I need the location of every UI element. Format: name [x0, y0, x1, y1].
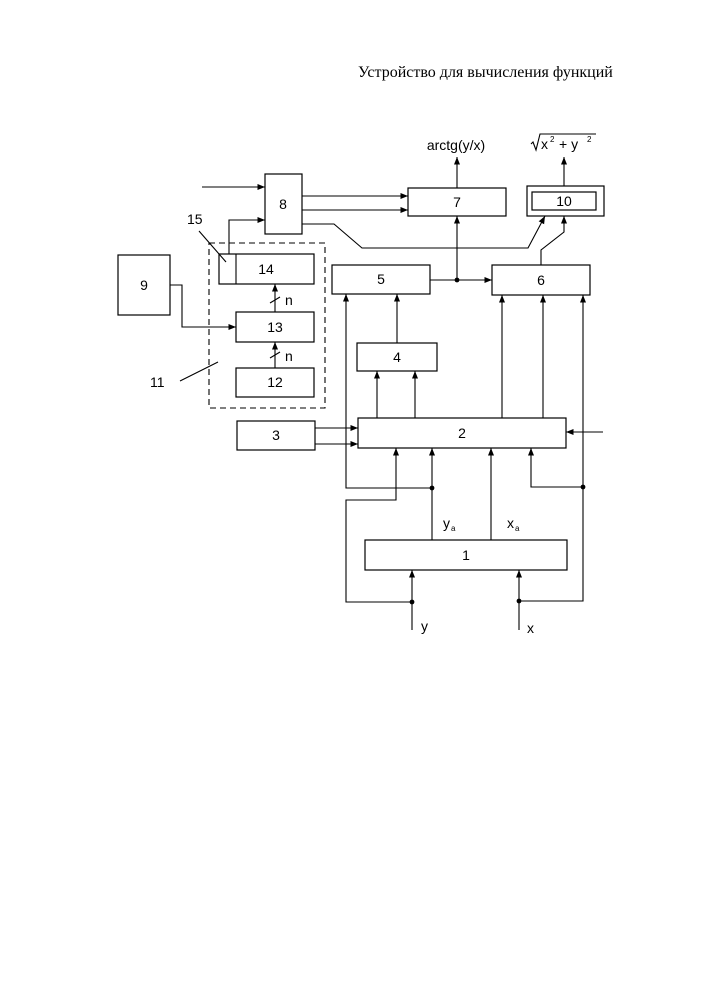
- ya-label: y: [443, 515, 450, 531]
- block-12-number: 12: [267, 374, 283, 390]
- block-15-to-8-line: [229, 220, 265, 254]
- junction-ya: [430, 486, 435, 491]
- block-1-number: 1: [462, 547, 470, 563]
- block-13-number: 13: [267, 319, 283, 335]
- block-8-to-10-line: [302, 216, 545, 248]
- block-6-number: 6: [537, 272, 545, 288]
- junction-y: [410, 600, 415, 605]
- bus-width-label-13-14: n: [285, 292, 293, 308]
- junction-5-out: [455, 278, 460, 283]
- block-6-to-10-line: [541, 216, 564, 265]
- x-input-to-2-line: [531, 448, 583, 487]
- block-2-number: 2: [458, 425, 466, 441]
- sqrt-x-exponent: 2: [550, 135, 555, 144]
- block-8-number: 8: [279, 196, 287, 212]
- sqrt-x-label: x: [541, 136, 548, 152]
- callout-15-leader: [199, 231, 226, 262]
- xa-subscript: a: [515, 524, 520, 533]
- sqrt-y-exponent: 2: [587, 135, 592, 144]
- xa-label: x: [507, 515, 514, 531]
- callout-15-label: 15: [187, 211, 203, 227]
- output-arctg-label: arctg(y/x): [427, 137, 485, 153]
- ya-subscript: a: [451, 524, 456, 533]
- callout-11-leader: [180, 362, 218, 381]
- junction-x-right: [581, 485, 586, 490]
- block-9-number: 9: [140, 277, 148, 293]
- block-7-number: 7: [453, 194, 461, 210]
- block-10-number: 10: [556, 193, 572, 209]
- block-5-number: 5: [377, 271, 385, 287]
- input-x-label: x: [527, 620, 534, 636]
- block-4-number: 4: [393, 349, 401, 365]
- block-3-number: 3: [272, 427, 280, 443]
- sqrt-plus-y-label: + y: [559, 136, 578, 152]
- y-input-to-2-line: [346, 448, 412, 602]
- ya-branch-to-5-line: [346, 294, 432, 488]
- input-y-label: y: [421, 618, 428, 634]
- block-14-number: 14: [258, 261, 274, 277]
- bus-width-label-12-13: n: [285, 348, 293, 364]
- junction-x: [517, 599, 522, 604]
- callout-11-label: 11: [150, 374, 165, 390]
- block-9-to-13-line: [170, 285, 236, 327]
